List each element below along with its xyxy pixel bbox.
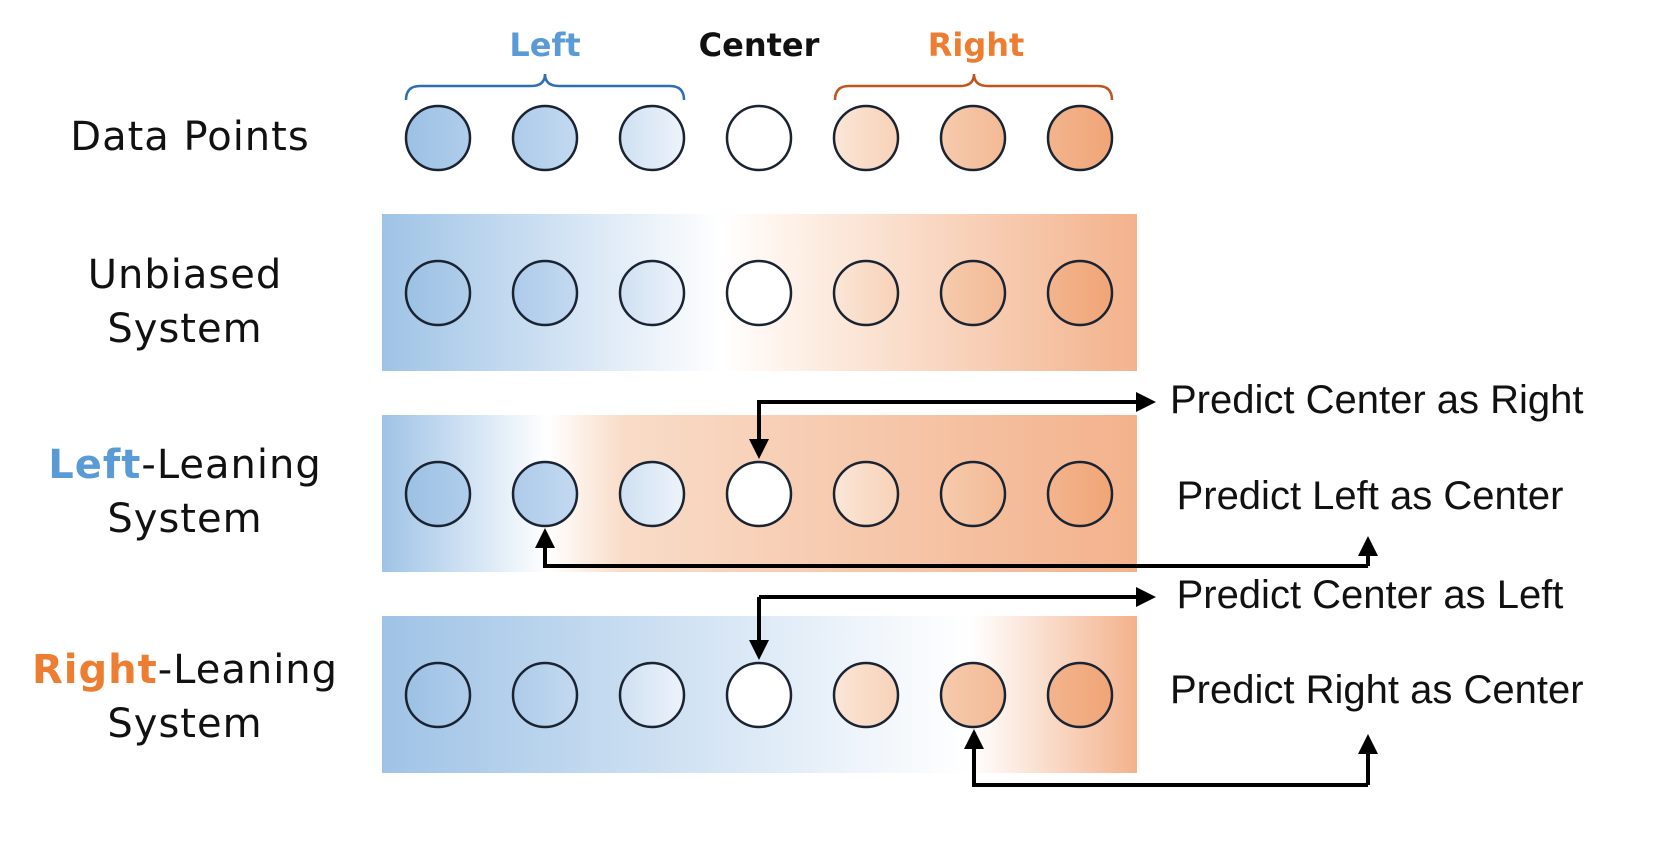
row-label-left-leaning: Left-Leaning System xyxy=(20,438,350,546)
left-leaning-dot-3 xyxy=(618,460,686,528)
data-points-dot-2 xyxy=(511,104,579,172)
note-center-as-right: Predict Center as Right xyxy=(1170,378,1584,422)
right-leaning-dot-2 xyxy=(511,661,579,729)
right-leaning-highlight: Right xyxy=(31,647,158,693)
left-leaning-dot-2 xyxy=(511,460,579,528)
data-points-dot-4 xyxy=(725,104,793,172)
unbiased-dot-1 xyxy=(404,259,472,327)
data-points-dot-1 xyxy=(404,104,472,172)
left-leaning-rest: -Leaning xyxy=(141,442,322,488)
right-leaning-line2: System xyxy=(107,701,263,747)
right-leaning-dot-7 xyxy=(1046,661,1114,729)
left-leaning-dot-5 xyxy=(832,460,900,528)
arrow-right-as-center xyxy=(964,729,1368,787)
left-leaning-dot-1 xyxy=(404,460,472,528)
right-leaning-rest: -Leaning xyxy=(157,647,339,693)
row-label-right-leaning: Right-Leaning System xyxy=(15,643,355,751)
row-label-unbiased: Unbiased System xyxy=(30,248,340,356)
group-label-center: Center xyxy=(698,26,820,64)
right-leaning-dot-4 xyxy=(725,661,793,729)
unbiased-line2: System xyxy=(107,306,263,352)
note-center-as-left: Predict Center as Left xyxy=(1176,573,1564,617)
left-leaning-dot-7 xyxy=(1046,460,1114,528)
right-leaning-dot-6 xyxy=(939,661,1007,729)
group-label-right: Right xyxy=(927,26,1025,64)
right-leaning-dot-1 xyxy=(404,661,472,729)
right-group-brace xyxy=(833,73,1114,101)
unbiased-dot-5 xyxy=(832,259,900,327)
data-points-dot-5 xyxy=(832,104,900,172)
left-group-brace xyxy=(404,73,686,101)
unbiased-dot-3 xyxy=(618,259,686,327)
data-points-dot-6 xyxy=(939,104,1007,172)
data-points-dot-3 xyxy=(618,104,686,172)
left-leaning-dot-4 xyxy=(725,460,793,528)
unbiased-line1: Unbiased xyxy=(87,252,283,298)
right-leaning-dot-5 xyxy=(832,661,900,729)
right-leaning-dot-3 xyxy=(618,661,686,729)
data-points-dot-7 xyxy=(1046,104,1114,172)
unbiased-dot-4 xyxy=(725,259,793,327)
note-right-as-center: Predict Right as Center xyxy=(1170,668,1584,712)
unbiased-dot-7 xyxy=(1046,259,1114,327)
row-label-data-points: Data Points xyxy=(70,114,310,160)
unbiased-dot-6 xyxy=(939,259,1007,327)
right-leaning-line1: Right-Leaning xyxy=(15,643,355,697)
arrow-left-as-center xyxy=(535,528,1368,568)
note-left-as-center: Predict Left as Center xyxy=(1176,474,1564,518)
group-label-left: Left xyxy=(509,26,581,64)
left-leaning-line1: Left-Leaning xyxy=(20,438,350,492)
left-leaning-line2: System xyxy=(107,496,263,542)
left-leaning-dot-6 xyxy=(939,460,1007,528)
left-leaning-highlight: Left xyxy=(48,442,142,488)
unbiased-dot-2 xyxy=(511,259,579,327)
